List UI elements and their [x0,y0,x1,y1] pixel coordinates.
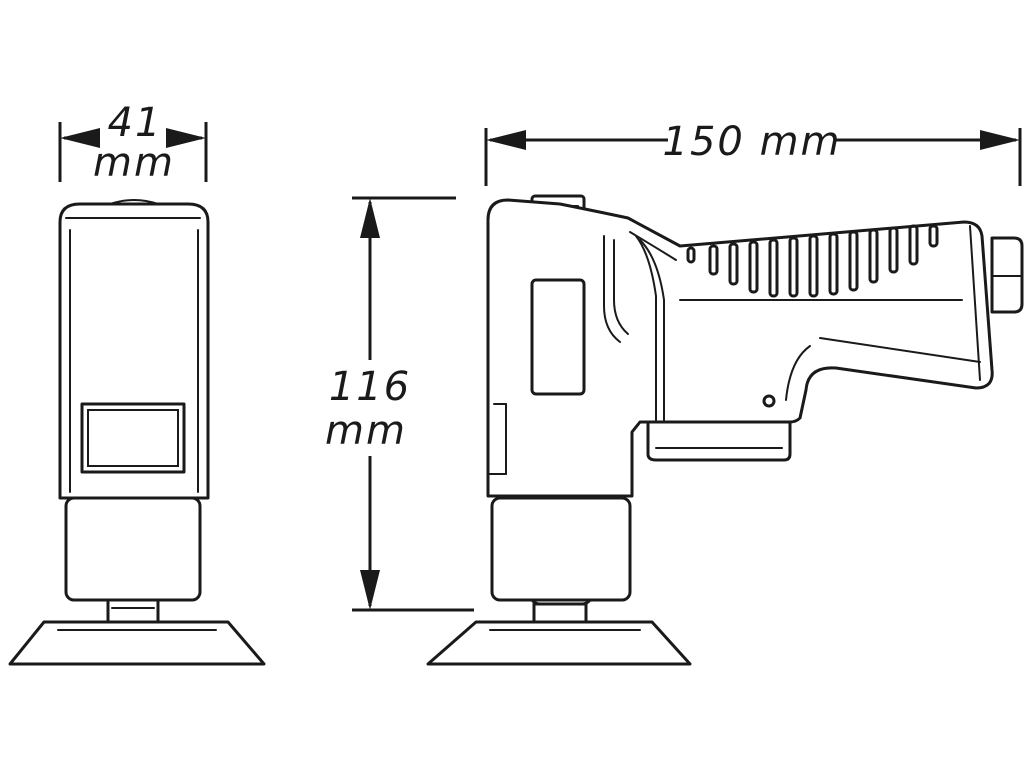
side-vent-slots [686,224,939,298]
front-head [64,496,202,602]
side-pad [426,620,692,666]
height-dimension: 116 mm [325,196,474,612]
length-dimension: 150 mm [484,119,1022,186]
side-view [426,194,1024,666]
side-spindle [532,602,588,624]
width-dimension: 41 mm [58,100,208,186]
front-body [58,202,210,500]
side-screw [762,394,776,408]
side-trigger-housing [646,418,792,462]
front-pad [8,620,266,666]
front-window [80,402,186,474]
width-value-label: 41 [108,100,163,146]
side-window [530,278,586,396]
front-view [8,199,266,666]
height-unit-label: mm [325,408,407,454]
length-label: 150 mm [663,119,842,165]
front-spindle [106,598,160,624]
side-head [490,496,632,602]
width-unit-label: mm [93,140,175,186]
height-value-label: 116 [329,364,411,410]
